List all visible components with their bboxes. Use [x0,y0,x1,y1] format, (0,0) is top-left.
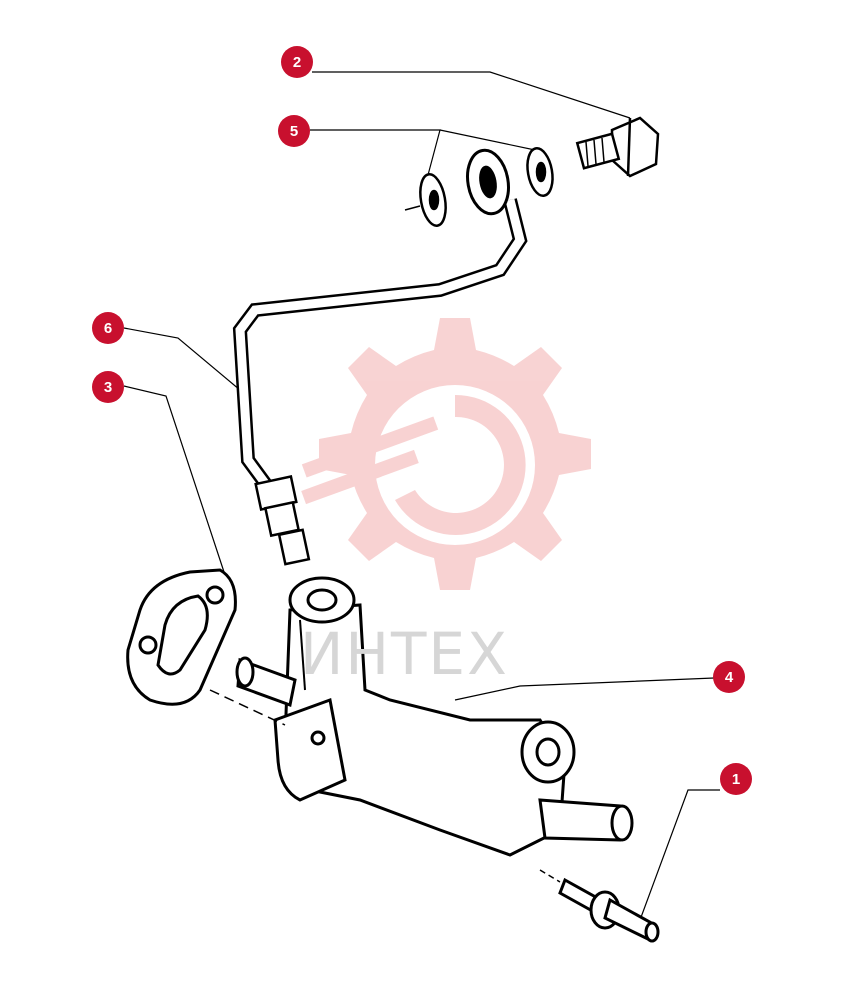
stud-bolt [539,869,660,943]
leader-lines [123,71,720,921]
callout-3: 3 [92,371,124,403]
watermark-gear-icon [301,318,591,590]
callout-4: 4 [713,661,745,693]
master-cylinder [209,576,634,857]
gasket [126,568,237,706]
banjo-bolt [575,116,660,178]
callout-6: 6 [92,312,124,344]
callout-2: 2 [281,46,313,78]
callout-5: 5 [278,115,310,147]
watermark-text: ИНТЕХ [300,620,509,688]
fuel-pipe [232,148,528,566]
sealing-washers [404,147,554,227]
callout-1: 1 [720,763,752,795]
